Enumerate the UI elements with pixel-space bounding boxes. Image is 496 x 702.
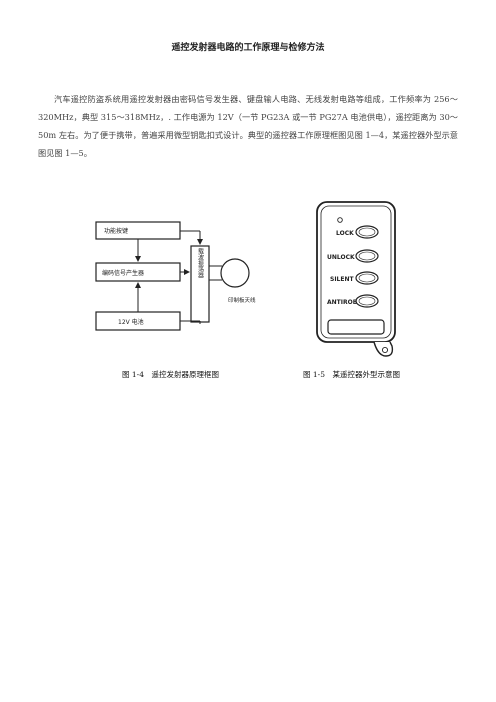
remote-body [316, 201, 396, 343]
figure-1-4-caption: 图 1-4 遥控发射器原理框图 [122, 370, 219, 379]
button-unlock[interactable]: UNLOCK [327, 249, 379, 263]
button-lock[interactable]: LOCK [336, 225, 379, 239]
remote-outline: LOCK UNLOCK SILENT ANTIROB [316, 201, 396, 357]
button-antirob[interactable]: ANTIROB [327, 294, 379, 308]
battery-label: 12V 电池 [118, 318, 144, 326]
document-title: 遥控发射器电路的工作原理与检修方法 [171, 43, 325, 53]
function-keys-label: 功能按键 [104, 227, 128, 235]
oscillator-label: 载波振荡器 [197, 247, 204, 279]
antenna-loop [220, 258, 250, 288]
figure-1-5-caption: 图 1-5 某遥控器外型示意图 [303, 370, 400, 379]
remote-window [327, 319, 385, 335]
block-diagram: 功能按键 编码信号产生器 12V 电池 载波振荡器 印制板天线 [95, 221, 256, 331]
antenna-label: 印制板天线 [228, 296, 256, 304]
body-paragraph: 汽车遥控防盗系统用遥控发射器由密码信号发生器、键盘输人电路、无线发射电路等组成，… [38, 94, 458, 158]
button-lock-label: LOCK [336, 230, 354, 237]
block-diagram-figure: 功能按键 编码信号产生器 12V 电池 载波振荡器 印制板天线 [88, 215, 288, 345]
button-silent-label: SILENT [330, 276, 354, 283]
button-silent[interactable]: SILENT [330, 271, 379, 285]
remote-figure: LOCK UNLOCK SILENT ANTIROB [312, 198, 412, 363]
led-indicator [337, 217, 343, 223]
button-unlock-label: UNLOCK [327, 254, 355, 261]
button-antirob-label: ANTIROB [327, 299, 358, 306]
encoder-label: 编码信号产生器 [102, 269, 144, 277]
